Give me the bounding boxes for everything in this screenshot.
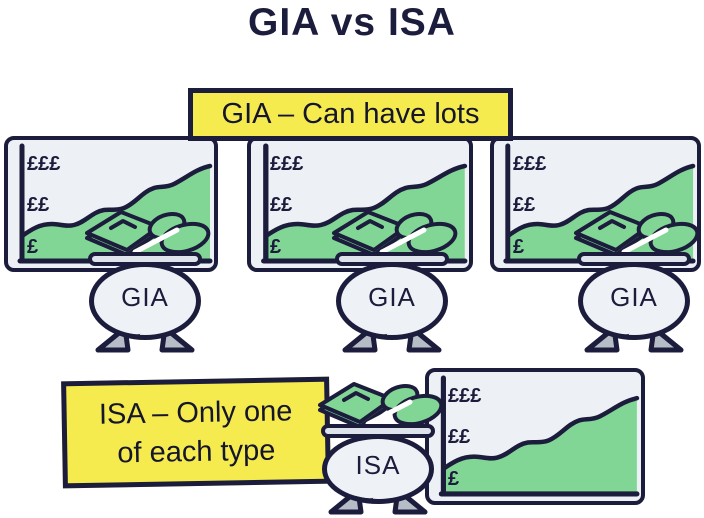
isa-chart-panel: £££ ££ £ <box>425 368 645 505</box>
pot-label: ISA <box>355 450 401 480</box>
isa-banner: ISA – Only one of each type <box>61 376 331 489</box>
y-axis-label-mid: ££ <box>513 194 536 216</box>
pot-label: GIA <box>368 282 416 312</box>
y-axis-label-high: £££ <box>270 153 304 175</box>
pot-rim <box>335 252 449 266</box>
pot-rim <box>88 252 202 266</box>
isa-banner-line2: of each type <box>117 434 276 469</box>
gia-pot-2: GIA <box>317 210 467 354</box>
gia-banner-label: GIA – Can have lots <box>221 98 480 130</box>
y-axis-label-high: £££ <box>448 385 482 407</box>
money-notes-coins-icon <box>318 382 444 429</box>
y-axis-label-low: £ <box>270 236 282 258</box>
pot-rim <box>321 424 435 438</box>
pot-label: GIA <box>610 282 658 312</box>
y-axis-label-low: £ <box>448 468 460 490</box>
pot-label: GIA <box>121 282 169 312</box>
gia-chart-panel-2: £££ ££ £ <box>247 136 473 272</box>
pot-feet-icon <box>342 326 442 353</box>
pot-feet-icon <box>584 326 684 353</box>
pot-rim <box>577 252 691 266</box>
growth-area-chart-icon <box>438 375 640 497</box>
page-title: GIA vs ISA <box>248 1 456 44</box>
money-notes-coins-icon <box>574 210 700 257</box>
y-axis-label-high: £££ <box>27 153 61 175</box>
money-notes-coins-icon <box>85 210 211 257</box>
y-axis-label-mid: ££ <box>270 194 293 216</box>
y-axis-label-high: £££ <box>513 153 547 175</box>
pot-body <box>336 262 448 340</box>
gia-pot-3: GIA <box>559 210 704 354</box>
isa-pot: ISA <box>303 382 453 516</box>
gia-banner: GIA – Can have lots <box>188 88 513 141</box>
y-axis-label-mid: ££ <box>27 194 50 216</box>
y-axis-label-low: £ <box>513 236 525 258</box>
y-axis-label-mid: ££ <box>448 426 471 448</box>
isa-banner-line1: ISA – Only one <box>98 394 293 431</box>
pot-body <box>89 262 201 340</box>
y-axis-label-low: £ <box>27 236 39 258</box>
money-notes-coins-icon <box>332 210 458 257</box>
gia-pot-1: GIA <box>70 210 220 354</box>
